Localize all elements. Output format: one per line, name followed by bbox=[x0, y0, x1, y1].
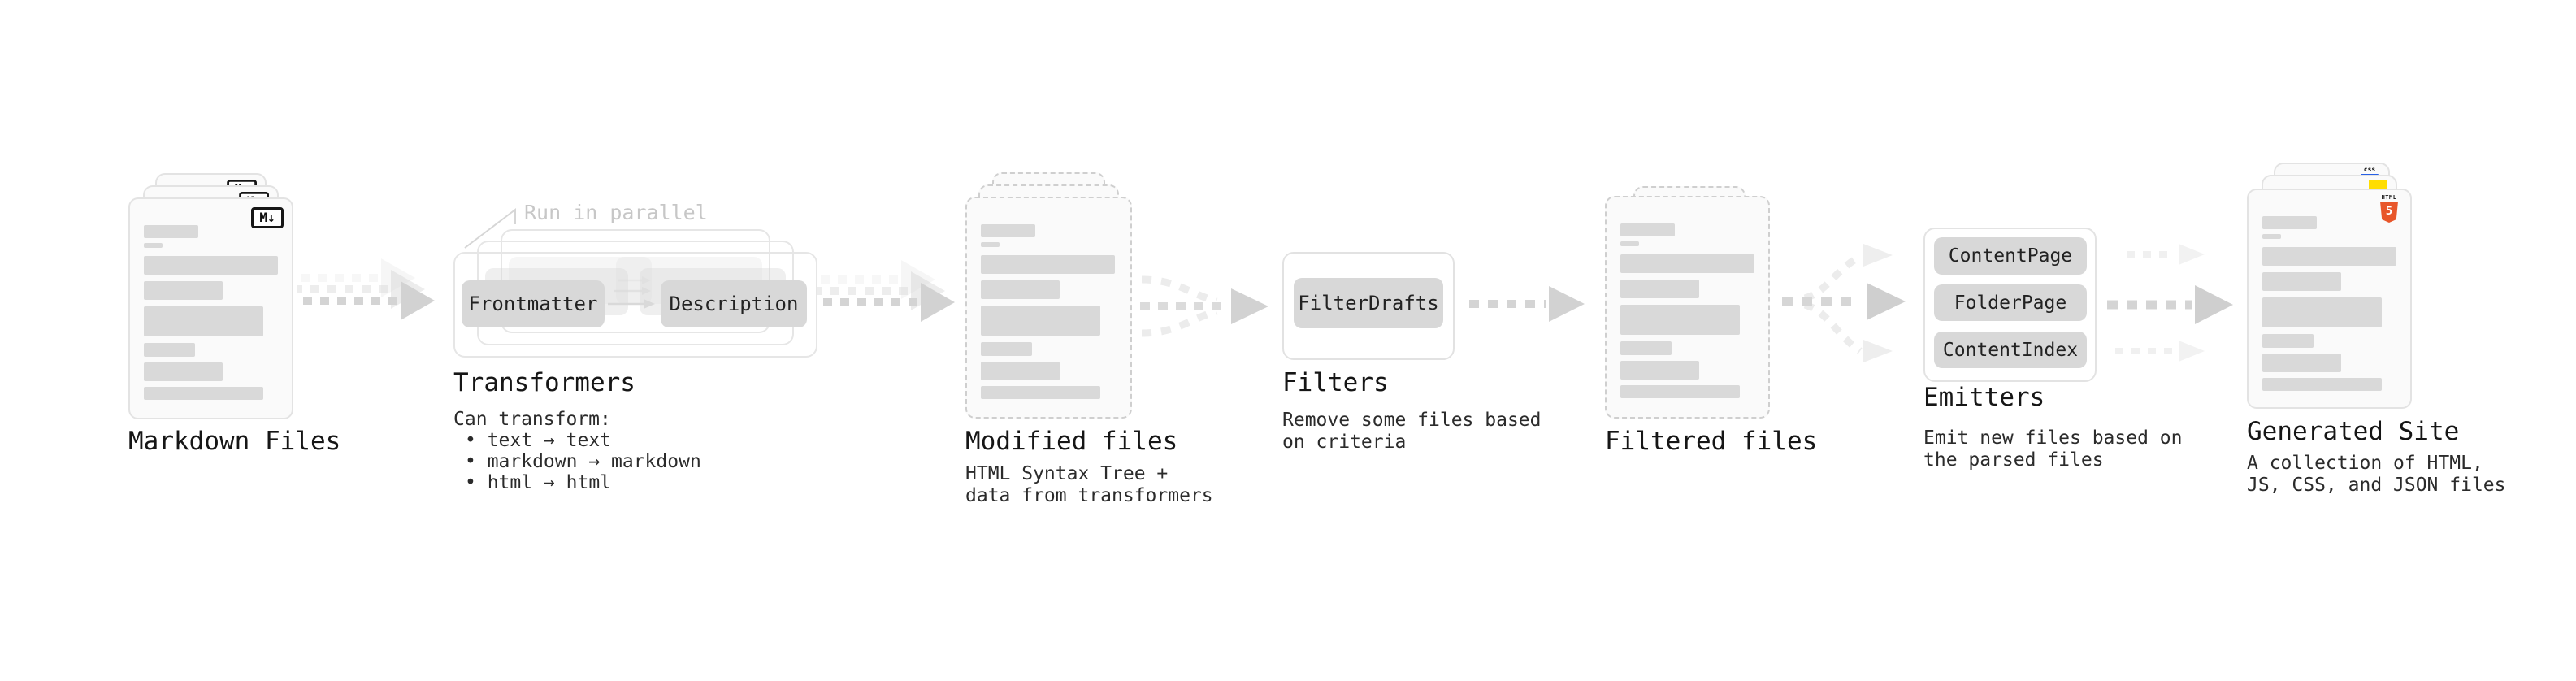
skeleton-line bbox=[2262, 378, 2382, 391]
folderpage-box: FolderPage bbox=[1934, 284, 2087, 321]
frontmatter-box-label: Frontmatter bbox=[468, 293, 598, 315]
description-line: Remove some files based bbox=[1282, 410, 1542, 431]
html-file-card: HTML 5 bbox=[2247, 189, 2412, 409]
skeleton-line bbox=[981, 280, 1060, 299]
skeleton-line bbox=[2262, 272, 2341, 291]
generated-site-label: Generated Site bbox=[2247, 417, 2460, 446]
skeleton-line bbox=[2262, 247, 2396, 266]
skeleton-line bbox=[1620, 385, 1740, 398]
filterdrafts-box-label: FilterDrafts bbox=[1298, 292, 1439, 314]
description-line: Emit new files based on bbox=[1923, 427, 2183, 449]
folderpage-box-label: FolderPage bbox=[1954, 292, 2067, 314]
skeleton-line bbox=[1620, 241, 1639, 246]
skeleton-line bbox=[144, 387, 263, 400]
skeleton-line bbox=[144, 225, 198, 238]
markdown-files-label: Markdown Files bbox=[128, 427, 341, 456]
skeleton-line bbox=[1620, 280, 1699, 298]
contentindex-box: ContentIndex bbox=[1934, 332, 2087, 368]
filtered-file-card bbox=[1605, 196, 1770, 419]
skeleton-line bbox=[981, 386, 1100, 399]
filterdrafts-box: FilterDrafts bbox=[1294, 278, 1443, 328]
skeleton-line bbox=[1620, 305, 1740, 335]
transformers-description: Can transform: • text → text • markdown … bbox=[453, 409, 701, 493]
arrows-emitters-to-generated bbox=[2107, 244, 2233, 362]
emitters-description: Emit new files based on the parsed files bbox=[1923, 427, 2183, 471]
transformer-container bbox=[453, 252, 817, 358]
skeleton-line bbox=[981, 242, 1000, 247]
can-transform-heading: Can transform: bbox=[453, 409, 611, 430]
skeleton-line bbox=[981, 362, 1060, 380]
filtered-files-label: Filtered files bbox=[1605, 427, 1818, 456]
arrow-transformers-to-modified bbox=[817, 260, 955, 322]
description-line: HTML Syntax Tree + bbox=[965, 463, 1169, 484]
arrow-markdown-to-transformers bbox=[297, 258, 435, 320]
skeleton-line bbox=[144, 256, 278, 275]
markdown-file-card: M↓ bbox=[128, 197, 293, 419]
emitters-container bbox=[1923, 228, 2097, 382]
filters-title: Filters bbox=[1282, 368, 1389, 397]
bullet-item: • text → text bbox=[465, 430, 612, 451]
skeleton-line bbox=[2262, 354, 2341, 372]
transform-flow-arrows bbox=[608, 276, 655, 309]
skeleton-line bbox=[1620, 361, 1699, 380]
contentpage-box: ContentPage bbox=[1934, 237, 2087, 275]
modified-files-label: Modified files bbox=[965, 427, 1178, 456]
modified-file-card bbox=[965, 197, 1132, 419]
generated-site-description: A collection of HTML, JS, CSS, and JSON … bbox=[2247, 453, 2506, 497]
skeleton-line bbox=[981, 255, 1115, 274]
skeleton-line bbox=[144, 362, 223, 381]
contentindex-box-label: ContentIndex bbox=[1942, 339, 2079, 361]
description-line: on criteria bbox=[1282, 432, 1407, 453]
emitters-title: Emitters bbox=[1923, 383, 2045, 412]
arrow-filters-to-filtered bbox=[1469, 286, 1585, 322]
bullet-item: • html → html bbox=[465, 472, 612, 493]
arrow-modified-to-filters-merge bbox=[1140, 275, 1268, 337]
contentpage-box-label: ContentPage bbox=[1948, 245, 2073, 267]
transformers-title: Transformers bbox=[453, 368, 635, 397]
skeleton-line bbox=[144, 281, 223, 300]
skeleton-line bbox=[144, 343, 195, 357]
skeleton-line bbox=[981, 224, 1035, 237]
html5-icon-shield: 5 bbox=[2380, 202, 2398, 223]
skeleton-line bbox=[1620, 254, 1754, 273]
bullet-item: • markdown → markdown bbox=[465, 451, 701, 472]
annotation-leader-line bbox=[464, 207, 516, 249]
description-line: the parsed files bbox=[1923, 449, 2104, 471]
html5-icon-label: HTML bbox=[2381, 194, 2397, 201]
description-line: JS, CSS, and JSON files bbox=[2247, 475, 2506, 496]
description-box-label: Description bbox=[669, 293, 799, 315]
skeleton-line bbox=[1620, 223, 1675, 236]
skeleton-line bbox=[981, 306, 1100, 336]
filters-container bbox=[1282, 252, 1455, 360]
description-line: data from transformers bbox=[965, 485, 1213, 506]
js-icon bbox=[2369, 180, 2387, 189]
frontmatter-box: Frontmatter bbox=[462, 280, 605, 327]
skeleton-line bbox=[981, 342, 1032, 356]
css-icon-label: css bbox=[2363, 166, 2376, 173]
run-in-parallel-annotation: Run in parallel bbox=[524, 201, 708, 224]
html5-icon: HTML 5 bbox=[2380, 194, 2398, 223]
skeleton-line bbox=[2262, 297, 2382, 327]
arrow-filtered-to-emitters-fanout bbox=[1782, 244, 1906, 362]
description-box: Description bbox=[661, 280, 807, 327]
skeleton-line bbox=[144, 306, 263, 336]
skeleton-line bbox=[2262, 216, 2317, 229]
description-line: A collection of HTML, bbox=[2247, 453, 2483, 474]
skeleton-line bbox=[2262, 234, 2281, 239]
skeleton-line bbox=[144, 243, 163, 248]
modified-files-description: HTML Syntax Tree + data from transformer… bbox=[965, 463, 1213, 507]
filters-description: Remove some files based on criteria bbox=[1282, 410, 1542, 453]
skeleton-line bbox=[1620, 341, 1672, 355]
skeleton-line bbox=[2262, 334, 2314, 348]
markdown-icon: M↓ bbox=[251, 207, 284, 228]
